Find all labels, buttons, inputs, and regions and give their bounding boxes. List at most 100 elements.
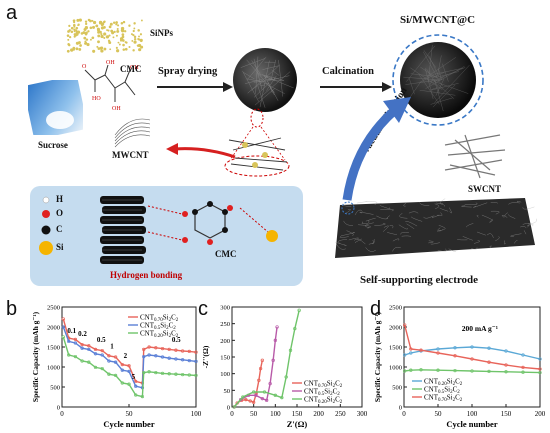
series-line xyxy=(62,336,197,398)
legend-label: CNT0.5Si2C2 xyxy=(304,388,340,398)
y-tick-label: 150 xyxy=(220,355,230,362)
data-point xyxy=(260,358,264,362)
y-tick-label: 1500 xyxy=(47,345,60,352)
data-point xyxy=(87,344,91,348)
legend-c: C xyxy=(56,224,63,234)
series-line xyxy=(233,360,264,408)
data-point xyxy=(120,368,124,372)
legend-label: CNT0.70Si2C2 xyxy=(424,394,463,404)
data-point xyxy=(167,356,171,360)
data-point xyxy=(487,369,491,374)
y-tick-label: 50 xyxy=(224,388,231,395)
data-point xyxy=(194,350,198,354)
y-tick-label: 500 xyxy=(392,385,402,392)
data-point xyxy=(504,363,508,367)
data-point xyxy=(113,360,118,364)
data-point xyxy=(154,354,158,358)
x-tick-label: 200 xyxy=(535,410,546,418)
data-point xyxy=(260,397,264,401)
blue-curved-arrow xyxy=(342,97,411,201)
data-point xyxy=(521,365,525,370)
panel-letter-b: b xyxy=(6,298,18,320)
svg-text:OH: OH xyxy=(106,60,115,66)
mwcnt-illustration xyxy=(114,118,151,148)
x-tick-label: 150 xyxy=(292,410,303,418)
y-axis-label: Specific Capacity (mAh g⁻¹) xyxy=(31,311,40,402)
data-point xyxy=(142,347,146,352)
data-point xyxy=(107,354,111,358)
x-tick-label: 100 xyxy=(270,410,281,418)
series-line xyxy=(233,326,278,408)
panel-letter-d: d xyxy=(370,298,382,320)
y-tick-label: 0 xyxy=(57,405,60,412)
data-point xyxy=(538,367,542,371)
data-point xyxy=(180,358,185,362)
svg-text:OH: OH xyxy=(112,106,121,112)
y-axis-label: Specific Capacity (mAh g⁻¹) xyxy=(373,311,382,402)
data-point xyxy=(100,366,104,371)
data-point xyxy=(453,368,457,373)
data-point xyxy=(107,359,111,363)
data-point xyxy=(167,372,171,376)
data-point xyxy=(284,375,288,379)
legend-h: H xyxy=(56,194,64,204)
data-point xyxy=(409,347,413,351)
data-point xyxy=(147,345,151,349)
x-tick-label: 150 xyxy=(501,410,512,418)
data-point xyxy=(268,382,272,386)
x-tick-label: 50 xyxy=(126,410,134,418)
data-point xyxy=(73,341,78,345)
data-point xyxy=(107,372,111,376)
data-point xyxy=(180,349,185,353)
x-tick-label: 300 xyxy=(357,410,368,418)
zoom-indicator xyxy=(224,108,290,177)
y-tick-label: 1500 xyxy=(389,345,402,352)
data-point xyxy=(93,352,98,356)
data-point xyxy=(80,346,84,350)
hydrogen-bonding-diagram xyxy=(100,196,278,264)
data-point xyxy=(113,373,118,378)
data-point xyxy=(265,398,269,402)
data-point xyxy=(271,358,275,362)
data-point xyxy=(180,372,185,377)
data-point xyxy=(419,348,423,352)
product-sphere xyxy=(392,34,484,126)
rate-label: 0.5 xyxy=(97,336,106,344)
data-point xyxy=(521,370,525,374)
data-point xyxy=(80,342,84,347)
data-point xyxy=(167,347,171,352)
y-tick-label: 1000 xyxy=(47,365,60,372)
data-point xyxy=(147,370,151,374)
y-tick-label: 1000 xyxy=(389,365,402,372)
data-point xyxy=(470,369,474,373)
legend-label: CNT0.20Si2C2 xyxy=(140,330,179,340)
y-axis-label: -Z''(Ω) xyxy=(201,345,210,368)
data-point xyxy=(93,365,98,370)
calcination-label: Calcination xyxy=(322,66,374,77)
data-point xyxy=(419,368,423,372)
data-point xyxy=(174,372,178,376)
data-point xyxy=(403,353,407,357)
data-point xyxy=(134,384,138,388)
data-point xyxy=(87,347,91,352)
sinps-illustration xyxy=(66,18,144,53)
data-point xyxy=(120,362,124,367)
panel-letter-c: c xyxy=(198,298,208,320)
series-line xyxy=(404,346,541,360)
sucrose-label: Sucrose xyxy=(38,140,68,150)
series-line xyxy=(404,324,541,370)
data-point xyxy=(154,346,158,350)
data-point xyxy=(409,351,413,355)
spray-drying-label: Spray drying xyxy=(158,66,218,77)
data-point xyxy=(93,347,98,352)
spray-drying-arrow xyxy=(157,82,233,92)
data-point xyxy=(538,370,542,375)
y-tick-label: 2500 xyxy=(47,305,60,312)
hydrogen-bonding-box xyxy=(30,186,303,286)
y-tick-label: 2000 xyxy=(47,325,60,332)
data-point xyxy=(100,353,104,357)
data-point xyxy=(73,354,78,359)
y-tick-label: 250 xyxy=(220,321,230,328)
data-point xyxy=(134,393,138,397)
